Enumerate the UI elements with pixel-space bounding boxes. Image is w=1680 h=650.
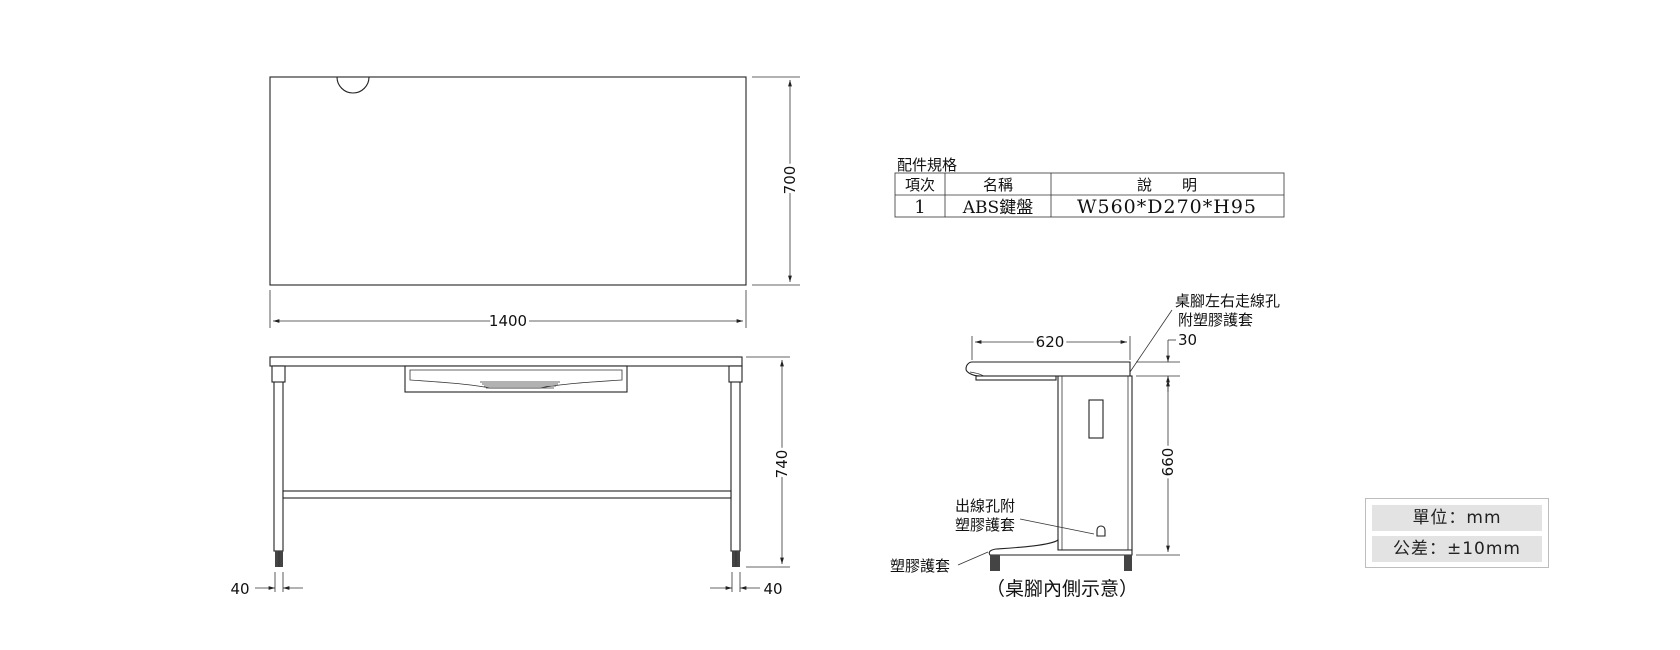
front-view: 740 40 40	[230, 356, 794, 598]
leg-height-label: 660	[1159, 448, 1177, 477]
units-box: 單位：mm 公差：±10mm	[1365, 498, 1549, 568]
top-thickness-label: 30	[1178, 331, 1197, 349]
unit-label: 單位：mm	[1372, 505, 1542, 531]
row-description: W560*D270*H95	[1077, 196, 1257, 218]
side-view: 620 30 660 桌腳左右走線孔 附塑膠護套 出線孔附 塑膠護套 塑膠護套 …	[890, 292, 1280, 600]
height-dimension-label: 740	[773, 450, 791, 479]
outlet-hole	[1096, 525, 1106, 537]
outlet-note-line1: 出線孔附	[955, 497, 1015, 515]
row-item: 1	[914, 197, 925, 218]
front-left-leg	[273, 365, 284, 552]
front-right-leg	[730, 365, 741, 552]
side-view-caption: （桌腳內側示意）	[986, 578, 1138, 600]
outlet-note-line2: 塑膠護套	[955, 516, 1015, 534]
cable-grommet-notch	[336, 76, 370, 94]
left-leg-width-label: 40	[230, 580, 249, 598]
header-name: 名稱	[983, 176, 1013, 194]
leg-hole-note-line2: 附塑膠護套	[1178, 311, 1253, 329]
side-foot	[988, 538, 1133, 556]
parts-table-title: 配件規格	[897, 156, 957, 174]
keyboard-tray-handle	[480, 381, 560, 389]
width-dimension-label: 1400	[489, 312, 527, 330]
front-desk-top	[269, 356, 743, 367]
row-name: ABS鍵盤	[962, 198, 1033, 218]
leg-hole-note-line1: 桌腳左右走線孔	[1175, 292, 1280, 310]
top-view: 700 1400	[269, 76, 802, 333]
right-leg-width-label: 40	[763, 580, 782, 598]
header-item: 項次	[905, 176, 935, 194]
sleeve-note: 塑膠護套	[890, 557, 950, 575]
leg-cable-hole	[1088, 399, 1104, 439]
header-description: 說 明	[1137, 176, 1197, 194]
desk-top-outline	[269, 76, 747, 286]
depth-dimension-label: 700	[781, 166, 799, 195]
tolerance-label: 公差：±10mm	[1372, 536, 1542, 562]
side-depth-label: 620	[1036, 333, 1065, 351]
front-stretcher	[282, 490, 732, 499]
parts-table: 配件規格 項次 名稱 說 明 1 ABS鍵盤 W560*D270*H95	[894, 156, 1285, 218]
side-desk-top	[965, 361, 1131, 377]
